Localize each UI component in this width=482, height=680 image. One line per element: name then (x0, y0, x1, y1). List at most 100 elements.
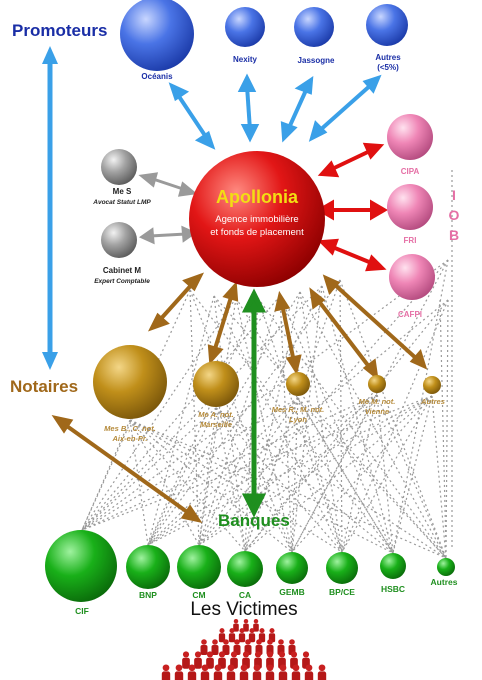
dotted-link (244, 397, 299, 552)
victim-figure-body (238, 633, 246, 643)
victim-figure-head (242, 651, 250, 658)
notaire-label-marseille-1: Me A. not. (198, 410, 234, 419)
dotted-link (339, 279, 343, 553)
victim-figure-head (201, 639, 207, 645)
dotted-link (376, 394, 394, 554)
advisor-s-role: Avocat Statut LMP (92, 199, 151, 206)
victim-figure-body (174, 671, 184, 680)
dotted-link (129, 419, 149, 546)
notaire-label-marseille-2: Marseille (200, 420, 232, 429)
victim-figure-head (214, 664, 222, 672)
victim-figure-head (292, 664, 300, 672)
dotted-link (81, 285, 323, 531)
victim-figure-body (228, 633, 236, 643)
iob-letter-b: B (449, 227, 459, 243)
victim-figure-head (218, 651, 226, 658)
banque-label-bnp: BNP (139, 590, 157, 600)
victim-figure-head (201, 664, 209, 672)
dotted-link (81, 394, 378, 531)
advisor-node-me-s (101, 149, 137, 185)
notaire-node-marseille (193, 361, 239, 407)
banque-label-hsbc: HSBC (381, 584, 405, 594)
victim-figure-head (194, 651, 202, 658)
banque-label-gemb: GEMB (279, 587, 305, 597)
victim-figure-body (200, 671, 210, 680)
victim-figure-body (317, 671, 327, 680)
victim-figure-body (226, 671, 236, 680)
dotted-link (341, 395, 433, 553)
banques-arrow (241, 288, 267, 518)
dotted-link (129, 419, 447, 559)
banque-node-ca (227, 551, 263, 587)
dotted-link (291, 259, 449, 553)
notaire-node-vienne (368, 375, 386, 393)
victim-figure-head (305, 664, 313, 672)
victim-figure-body (161, 671, 171, 680)
victim-figure-body (182, 657, 190, 669)
dotted-link (439, 299, 447, 551)
victim-figure-head (289, 639, 295, 645)
victim-figure-head (223, 639, 229, 645)
dotted-link (81, 259, 449, 531)
group-label-banques: Banques (218, 511, 290, 530)
victim-figure-head (219, 628, 225, 634)
victim-figure-body (278, 671, 288, 680)
promoteur-label-share: (<5%) (377, 63, 399, 72)
dotted-link (81, 407, 217, 531)
victim-figure-head (302, 651, 310, 658)
victim-figure-head (278, 639, 284, 645)
victim-figure-head (266, 664, 274, 672)
group-label-notaires: Notaires (10, 377, 78, 396)
advisor-m-name: Cabinet M (103, 266, 142, 275)
iob-node-cafpi (389, 254, 435, 300)
banque-node-bnp (126, 545, 170, 589)
victim-figure-body (291, 671, 301, 680)
victim-figure-body (252, 671, 262, 680)
dotted-link (244, 394, 378, 552)
dotted-link (321, 285, 394, 554)
victim-figure-head (267, 639, 273, 645)
banque-node-autres (437, 558, 455, 576)
victim-figure-head (266, 651, 274, 658)
dotted-link (147, 407, 217, 546)
notaire-node-autres (423, 376, 441, 394)
promoteur-nodes (120, 0, 408, 71)
iob-arrows (316, 142, 388, 272)
dotted-link (235, 297, 293, 553)
iob-label-cafpi: CAFPI (398, 310, 422, 319)
dotted-link (189, 289, 293, 553)
dotted-link (129, 419, 200, 546)
dotted-link (215, 407, 394, 554)
notaire-label-aix-1: Mes B., C. not. (104, 424, 156, 433)
apollonia-subtitle-2: et fonds de placement (210, 227, 304, 238)
victim-figure-head (182, 651, 190, 658)
promoteur-node-nexity (225, 7, 265, 47)
iob-node-fri (387, 184, 433, 230)
banque-node-bpce (326, 552, 358, 584)
notaire-arrows (51, 272, 428, 523)
dotted-link (129, 419, 343, 553)
notaire-node-aix (93, 345, 167, 419)
advisor-m-role: Expert Comptable (94, 278, 150, 285)
notaire-node-lyon (286, 372, 310, 396)
victim-figure-body (194, 657, 202, 669)
dotted-link (81, 419, 131, 531)
victim-figure-head (230, 651, 238, 658)
advisor-arrows (138, 172, 198, 245)
dotted-link (257, 297, 447, 559)
dotted-link (198, 395, 433, 546)
banque-node-gemb (276, 552, 308, 584)
victim-figure-head (259, 628, 265, 634)
dotted-link (147, 395, 433, 546)
victim-figure-head (278, 651, 286, 658)
dotted-link (341, 299, 449, 553)
victim-figure-head (279, 664, 287, 672)
dotted-link (297, 397, 394, 554)
banque-node-cif (45, 530, 117, 602)
victim-figure-body (239, 671, 249, 680)
dotted-link (198, 295, 281, 546)
victim-figure-head (227, 664, 235, 672)
dotted-link (244, 395, 433, 552)
dotted-link (198, 297, 237, 546)
dotted-link (189, 289, 394, 554)
